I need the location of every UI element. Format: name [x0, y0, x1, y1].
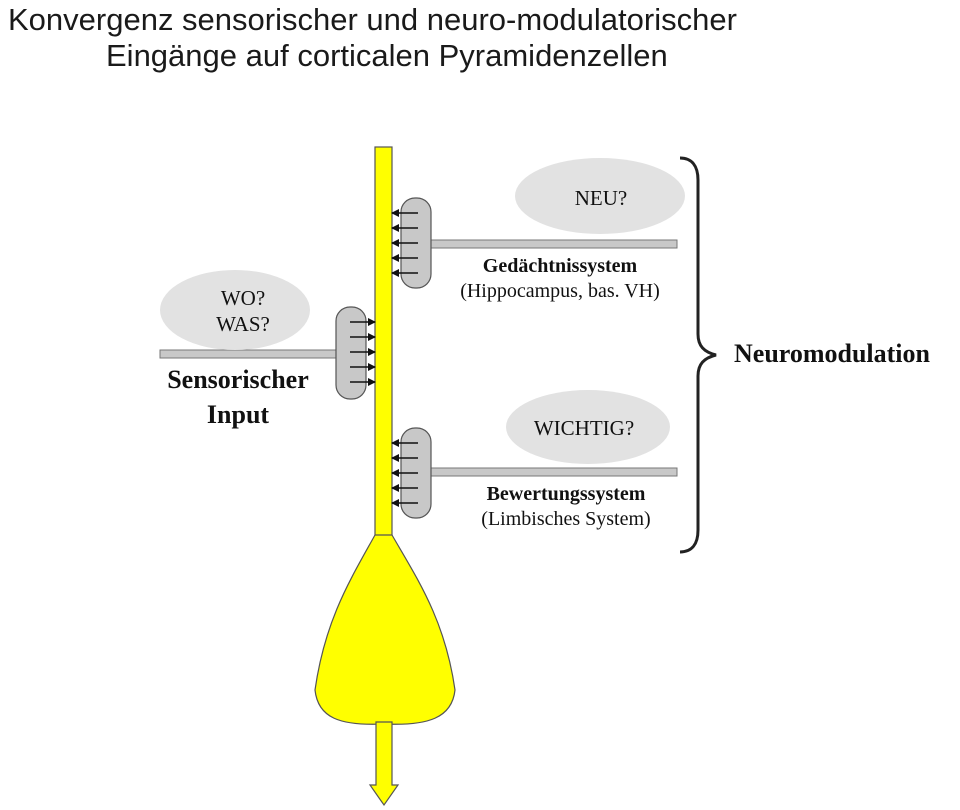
- title-line-1: Konvergenz sensorischer und neuro-modula…: [8, 2, 737, 37]
- apical-dendrite: [374, 146, 393, 543]
- sensory-release-arrows: [350, 318, 376, 386]
- pyramidal-neuron: [314, 146, 456, 807]
- evaluation-system-sublabel: (Limbisches System): [481, 508, 650, 530]
- memory-synapse: [391, 197, 678, 289]
- evaluation-release-arrows: [391, 439, 418, 507]
- diagram-title: Konvergenz sensorischer und neuro-modula…: [8, 2, 958, 74]
- sensory-axon-fiber: [159, 349, 339, 359]
- evaluation-system-label: Bewertungssystem: [487, 483, 646, 505]
- sensory-question-bubble: [160, 270, 310, 350]
- neuromodulation-brace: [679, 156, 717, 554]
- sensory-synapse: [159, 306, 376, 400]
- memory-system-sublabel: (Hippocampus, bas. VH): [460, 280, 660, 302]
- cell-body: [314, 534, 456, 725]
- memory-release-arrows: [391, 209, 418, 277]
- sensory-input-label-line1: Sensorischer: [167, 365, 309, 394]
- evaluation-question-important: WICHTIG?: [534, 416, 634, 440]
- memory-question-new: NEU?: [575, 186, 627, 210]
- neuromodulation-label: Neuromodulation: [734, 339, 931, 368]
- evaluation-question-bubble: [506, 390, 670, 464]
- sensory-input-label-line2: Input: [207, 400, 269, 429]
- evaluation-synapse: [391, 427, 678, 519]
- memory-system-label: Gedächtnissystem: [483, 255, 638, 277]
- memory-question-bubble: [515, 158, 685, 234]
- sensory-terminal: [335, 306, 367, 400]
- title-line-2: Eingänge auf corticalen Pyramidenzellen: [106, 38, 668, 73]
- memory-axon-fiber: [424, 239, 678, 249]
- sensory-question-where: WO?: [221, 286, 265, 310]
- axon-arrow: [368, 721, 400, 807]
- sensory-question-what: WAS?: [216, 312, 270, 336]
- evaluation-axon-fiber: [424, 467, 678, 477]
